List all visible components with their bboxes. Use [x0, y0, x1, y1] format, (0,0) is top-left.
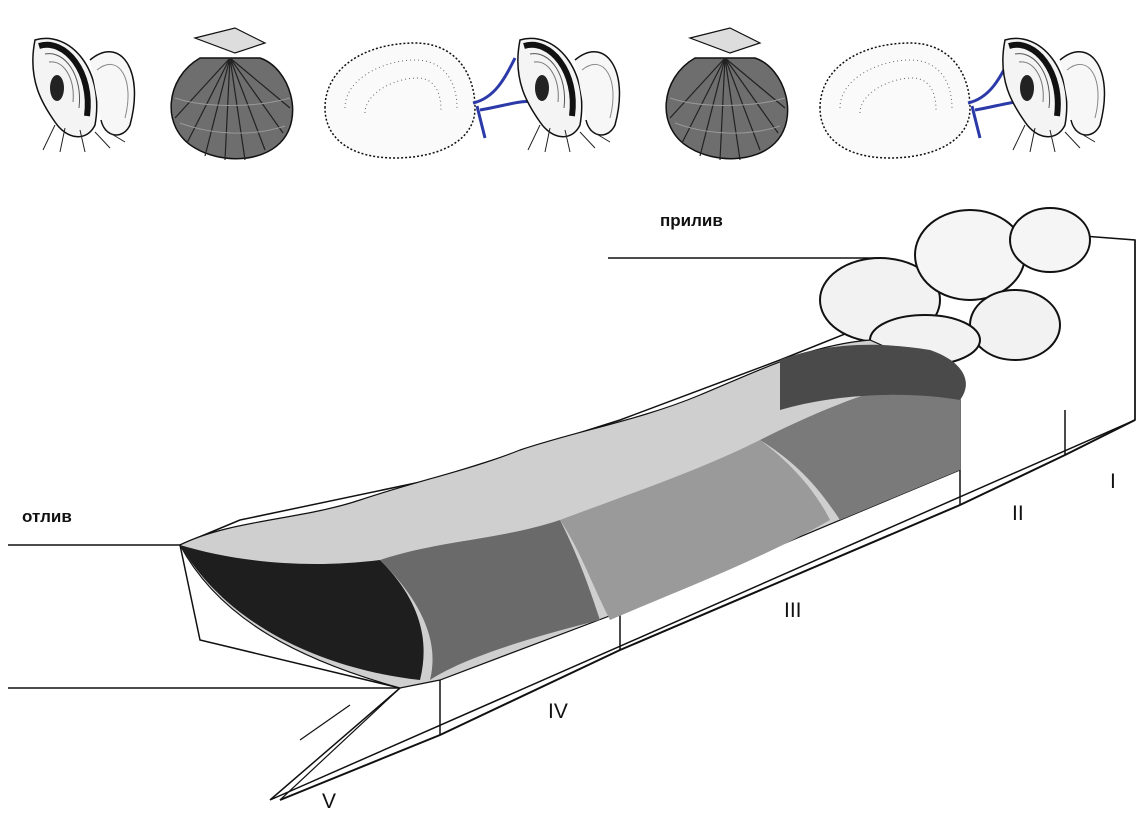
zone-label-iii: III — [784, 599, 802, 622]
low-tide-label: отлив — [22, 507, 72, 526]
shell-strip — [33, 28, 1105, 160]
scallop-illustration — [666, 28, 788, 160]
clam-illustration — [325, 43, 540, 158]
scallop-illustration — [171, 28, 293, 160]
mussel-illustration — [518, 38, 620, 152]
mussel-illustration — [1003, 38, 1105, 152]
zone-label-v: V — [322, 790, 336, 813]
zone-label-iv: IV — [548, 700, 568, 723]
high-tide-label: прилив — [660, 211, 723, 230]
zone-label-i: I — [1110, 470, 1116, 493]
mussel-illustration — [33, 38, 135, 152]
zone-label-ii: II — [1012, 502, 1024, 525]
